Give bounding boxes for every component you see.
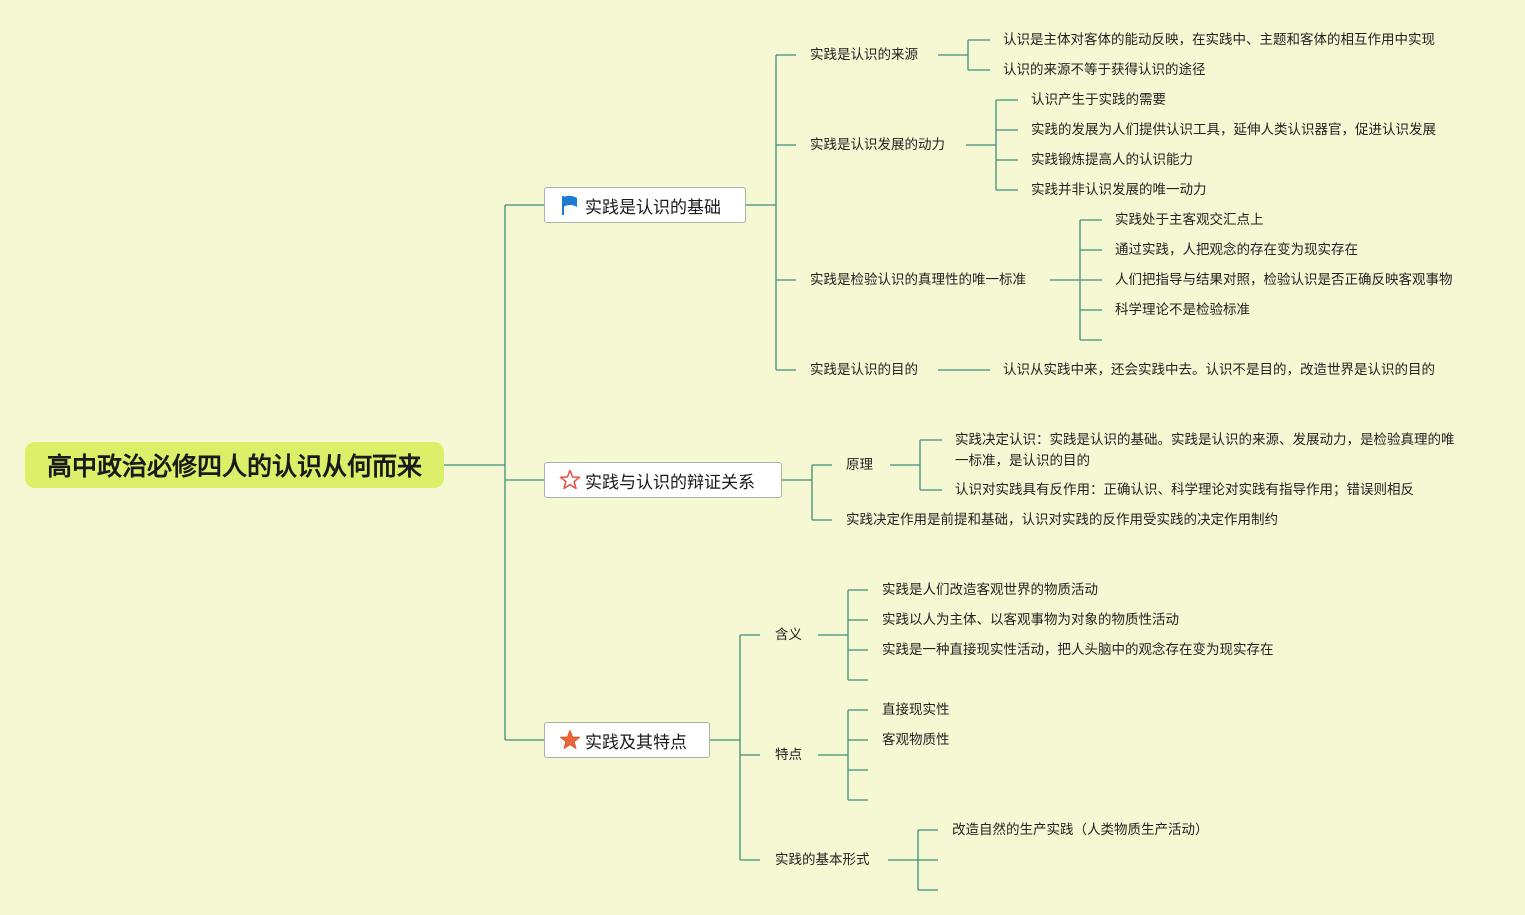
topic-dialectical-relation[interactable]: 实践与认识的辩证关系 [544,462,782,498]
leaf-item[interactable]: 人们把指导与结果对照，检验认识是否正确反映客观事物 [1115,272,1453,288]
leaf-item[interactable]: 实践锻炼提高人的认识能力 [1031,152,1193,168]
leaf-item[interactable]: 实践的发展为人们提供认识工具，延伸人类认识器官，促进认识发展 [1031,122,1436,138]
subtopic-driving-force[interactable]: 实践是认识发展的动力 [810,137,945,153]
leaf-item[interactable]: 通过实践，人把观念的存在变为现实存在 [1115,242,1358,258]
red-outline-star-icon [559,469,581,491]
leaf-item[interactable]: 认识的来源不等于获得认识的途径 [1003,62,1206,78]
leaf-item[interactable]: 认识从实践中来，还会实践中去。认识不是目的，改造世界是认识的目的 [1003,362,1435,378]
leaf-item[interactable]: 改造自然的生产实践（人类物质生产活动） [952,822,1209,838]
subtopic-precondition[interactable]: 实践决定作用是前提和基础，认识对实践的反作用受实践的决定作用制约 [846,512,1278,528]
leaf-item[interactable]: 实践决定认识：实践是认识的基础。实践是认识的来源、发展动力，是检验真理的唯一标准… [955,432,1455,469]
orange-star-icon [559,729,581,751]
root-topic[interactable]: 高中政治必修四人的认识从何而来 [25,442,444,488]
subtopic-basic-forms[interactable]: 实践的基本形式 [775,852,870,868]
subtopic-purpose[interactable]: 实践是认识的目的 [810,362,918,378]
leaf-item[interactable]: 认识是主体对客体的能动反映，在实践中、主题和客体的相互作用中实现 [1003,32,1435,48]
subtopic-source[interactable]: 实践是认识的来源 [810,47,918,63]
leaf-item[interactable]: 直接现实性 [882,702,950,718]
topic-practice-features[interactable]: 实践及其特点 [544,722,710,758]
leaf-item[interactable]: 实践是人们改造客观世界的物质活动 [882,582,1098,598]
leaf-item[interactable]: 实践以人为主体、以客观事物为对象的物质性活动 [882,612,1179,628]
subtopic-truth-standard[interactable]: 实践是检验认识的真理性的唯一标准 [810,272,1026,288]
topic-label: 实践是认识的基础 [585,197,721,218]
leaf-item[interactable]: 实践是一种直接现实性活动，把人头脑中的观念存在变为现实存在 [882,642,1274,658]
leaf-item[interactable]: 实践并非认识发展的唯一动力 [1031,182,1207,198]
topic-practice-basis[interactable]: 实践是认识的基础 [544,187,746,223]
subtopic-meaning[interactable]: 含义 [775,627,802,643]
topic-label: 实践及其特点 [585,732,687,753]
blue-flag-icon [559,194,581,216]
topic-label: 实践与认识的辩证关系 [585,472,755,493]
leaf-item[interactable]: 认识产生于实践的需要 [1031,92,1166,108]
subtopic-characteristics[interactable]: 特点 [775,747,802,763]
leaf-item[interactable]: 科学理论不是检验标准 [1115,302,1250,318]
leaf-item[interactable]: 认识对实践具有反作用：正确认识、科学理论对实践有指导作用；错误则相反 [955,482,1414,498]
leaf-item[interactable]: 实践处于主客观交汇点上 [1115,212,1264,228]
subtopic-principle[interactable]: 原理 [846,457,873,473]
leaf-item[interactable]: 客观物质性 [882,732,950,748]
